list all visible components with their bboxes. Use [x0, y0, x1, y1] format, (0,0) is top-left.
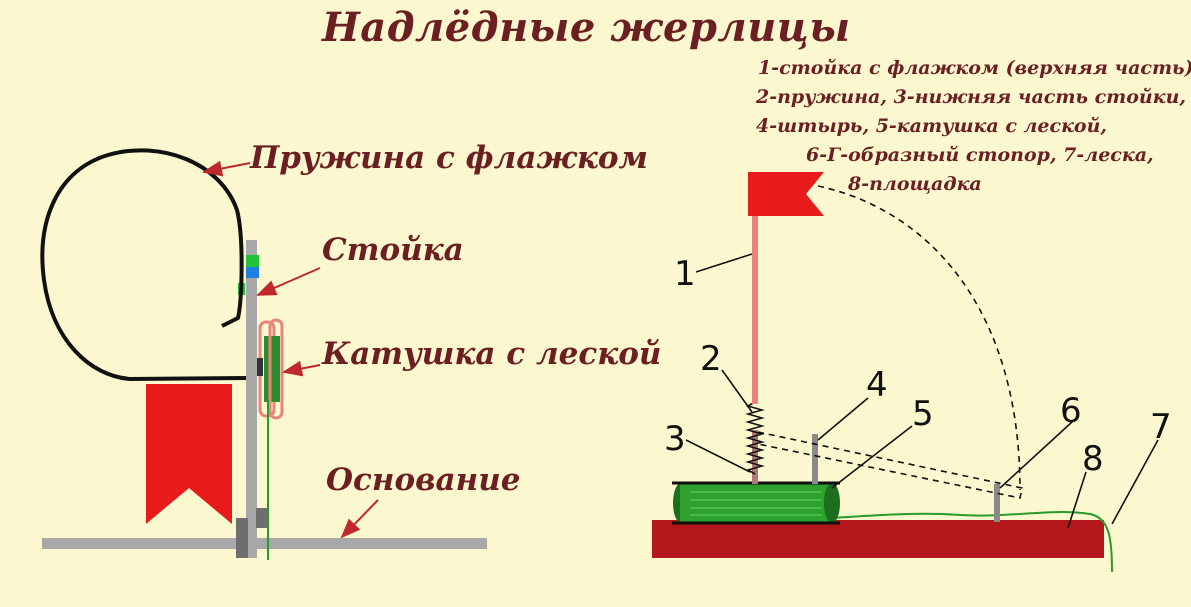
leader-4: [817, 397, 869, 441]
label-post: Стойка: [322, 232, 464, 268]
leader-7: [1111, 439, 1159, 525]
part-number-1: 1: [674, 254, 696, 294]
leader-1: [695, 253, 753, 273]
arrow-reel: [282, 360, 321, 377]
clip-blue: [246, 267, 259, 278]
legend-line-1: 1-стойка с флажком (верхняя часть),: [758, 57, 1191, 79]
reel-right-flange: [824, 483, 840, 523]
legend-line-3: 4-штырь, 5-катушка с леской,: [756, 115, 1108, 137]
post-upper: [752, 212, 758, 404]
arrow-base: [340, 499, 379, 539]
page-title: Надлёдные жерлицы: [322, 4, 851, 51]
post-lower: [752, 430, 758, 484]
legend-line-4: 6-Г-образный стопор, 7-леска,: [806, 144, 1154, 166]
right-diagram: 1 2 3 4 5 6 7 8: [652, 172, 1172, 573]
leader-8: [1067, 471, 1087, 529]
left-flag: [146, 384, 232, 524]
dashed-arc: [817, 185, 1021, 491]
reel-body: [680, 484, 832, 522]
base-bar: [42, 538, 487, 549]
post-foot-right: [256, 508, 268, 528]
leader-5: [831, 425, 913, 489]
left-reel-body: [264, 336, 280, 402]
clip-green: [246, 255, 259, 267]
label-base: Основание: [326, 462, 521, 498]
spring-loop: [40, 148, 247, 381]
leader-3: [685, 439, 751, 473]
label-reel: Катушка с леской: [322, 336, 662, 372]
legend-line-5: 8-площадка: [848, 173, 982, 195]
part-number-3: 3: [664, 419, 686, 459]
dashed-rod: [757, 431, 1023, 499]
leader-2: [721, 369, 753, 413]
left-diagram: [40, 148, 487, 560]
spring-coil: [745, 401, 765, 475]
left-reel-flange-outer: [268, 318, 284, 420]
right-fishing-line: [831, 511, 1113, 573]
part-number-2: 2: [700, 339, 722, 379]
arrow-spring: [202, 160, 251, 177]
platform: [652, 520, 1104, 558]
right-flag: [748, 172, 824, 216]
part-number-4: 4: [866, 365, 888, 405]
left-reel-axle: [257, 358, 263, 376]
part-number-8: 8: [1082, 439, 1104, 479]
leader-6: [999, 421, 1073, 489]
label-spring-with-flag: Пружина с флажком: [250, 140, 649, 176]
part-number-7: 7: [1150, 407, 1172, 447]
part-number-6: 6: [1060, 391, 1082, 431]
post: [246, 240, 257, 558]
post-foot-left: [236, 518, 248, 558]
stopper: [994, 484, 1000, 522]
legend-line-2: 2-пружина, 3-нижняя часть стойки,: [756, 86, 1187, 108]
part-number-5: 5: [912, 394, 934, 434]
arrow-post: [256, 267, 321, 296]
reel-texture: [690, 491, 822, 516]
pin: [812, 434, 818, 484]
